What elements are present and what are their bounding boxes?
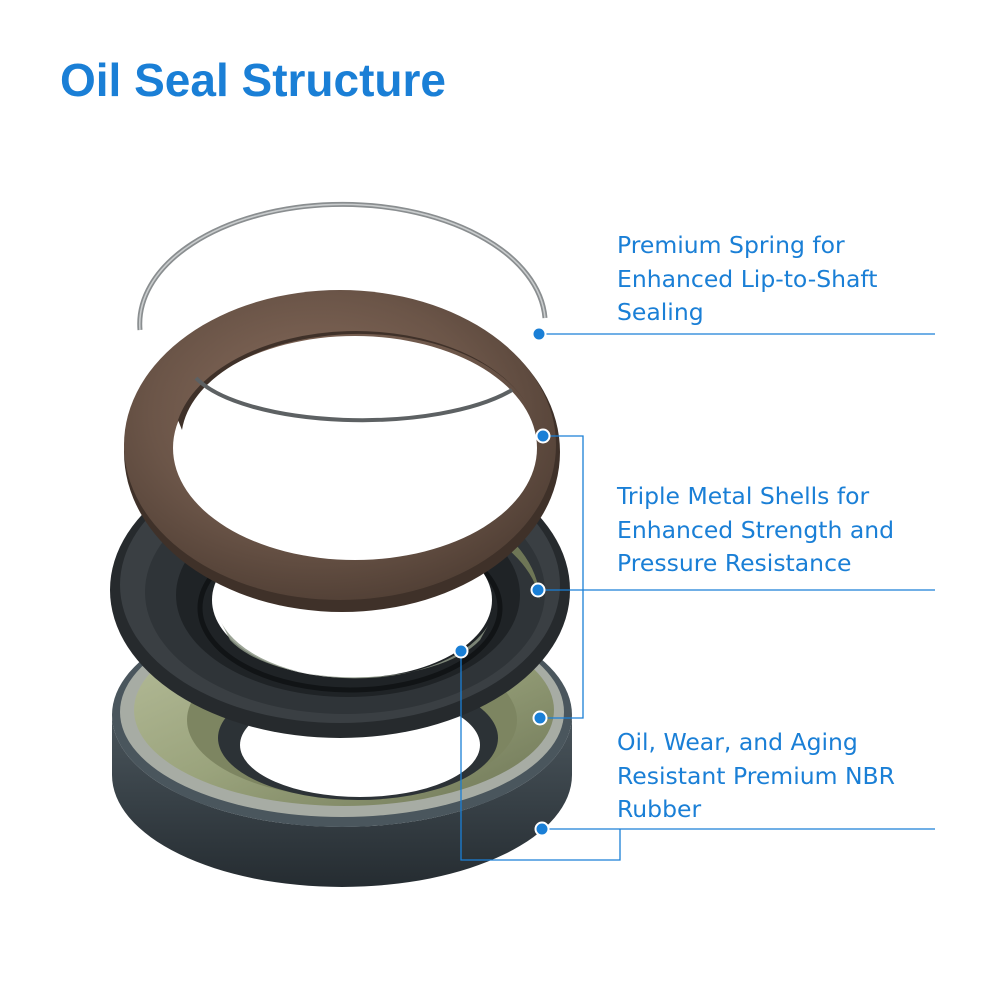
callout-metal-shells-text: Triple Metal Shells for Enhanced Strengt… [617,482,895,577]
steel-washer-bore [173,336,537,560]
callout-leaders [460,333,935,861]
dot-outer-rubber [534,821,550,837]
garter-spring [137,201,548,331]
leader-shells-bracket [540,435,584,719]
dot-inner-shell [530,582,546,598]
callout-rubber-text: Oil, Wear, and Aging Resistant Premium N… [617,728,896,823]
dot-outer-shell [532,710,548,726]
dot-spring [531,326,547,342]
callout-dots [453,326,551,837]
steel-washer [124,290,560,612]
leader-rubber-bracket [460,651,621,861]
outer-seal-side [112,715,572,887]
callout-spring-text: Premium Spring for Enhanced Lip-to-Shaft… [617,231,878,326]
page-title: Oil Seal Structure [60,54,447,106]
spring-through-bore [194,376,514,423]
dot-washer [535,428,551,444]
dot-inner-rubber [453,643,469,659]
